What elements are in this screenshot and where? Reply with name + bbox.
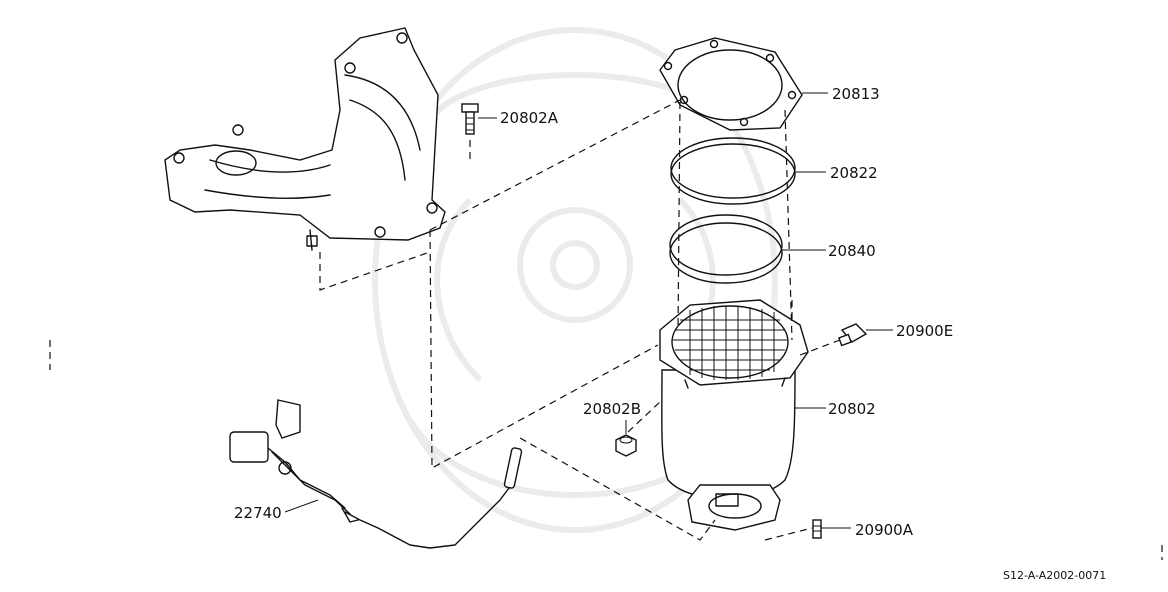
assembly-guide-lines (49, 99, 1163, 560)
label-20840: 20840 (828, 242, 876, 260)
exhaust-manifold (164, 27, 446, 251)
watermark-emblem (372, 27, 778, 533)
label-20802: 20802 (828, 400, 876, 418)
label-20802B: 20802B (583, 400, 641, 418)
oxygen-sensor-22740 (229, 399, 523, 549)
label-20802A: 20802A (500, 109, 559, 127)
diagram-code: S12-A-A2002-0071 (1003, 569, 1106, 582)
stud-20900A-icon (812, 519, 822, 539)
gasket-20813 (659, 37, 803, 131)
leader-lines (284, 92, 893, 529)
label-20900E: 20900E (896, 322, 953, 340)
nut-20802B-icon (615, 434, 637, 457)
bolt-20802A-icon (461, 103, 479, 135)
label-20900A: 20900A (855, 521, 914, 539)
honeycomb-grid (673, 306, 787, 380)
catalytic-converter-20802 (659, 299, 809, 531)
label-22740: 22740 (234, 504, 282, 522)
seal-ring-20840 (669, 214, 783, 284)
seal-ring-20822 (670, 137, 796, 205)
label-20813: 20813 (832, 85, 880, 103)
label-20822: 20822 (830, 164, 878, 182)
bolt-20900E-icon (838, 323, 868, 347)
